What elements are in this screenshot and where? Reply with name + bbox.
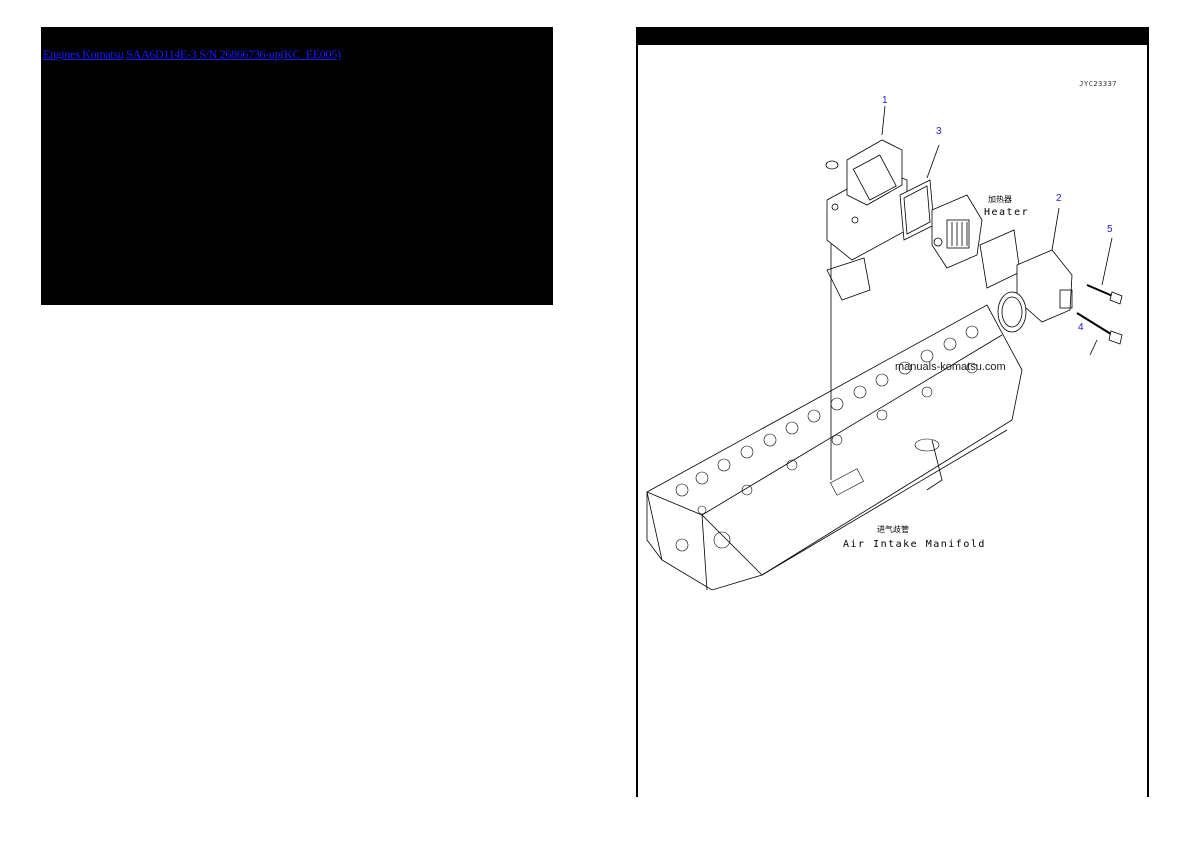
- diagram-id: JYC23337: [1079, 80, 1117, 88]
- callout-2: 2: [1056, 193, 1062, 204]
- part-1-intake-connector: [825, 139, 908, 261]
- parts-diagram: 1 2 3 4 5 加热器 Heater 进气歧管 Air Intake Man…: [646, 95, 1123, 591]
- breadcrumb: Engines Komatsu SAA6D114E-3 S/N 26866736…: [43, 47, 341, 62]
- callout-3: 3: [936, 126, 942, 137]
- heater-label-en: Heater: [984, 207, 1029, 218]
- info-panel: Engines Komatsu SAA6D114E-3 S/N 26866736…: [41, 27, 553, 305]
- heater-unit: [931, 194, 983, 269]
- diagram-header-bar: [638, 27, 1147, 45]
- watermark: manuals-komatsu.com: [895, 361, 1006, 373]
- part-2-elbow: [997, 249, 1073, 333]
- diagram-panel: JYC23337: [636, 27, 1149, 797]
- callout-5: 5: [1107, 224, 1113, 235]
- cylinder-head-illustration: [646, 304, 1023, 591]
- callout-1: 1: [882, 95, 888, 106]
- breadcrumb-link-engines-komatsu[interactable]: Engines Komatsu: [43, 47, 124, 61]
- callout-4: 4: [1078, 322, 1084, 333]
- part-4-bolt: [1076, 312, 1123, 345]
- heater-label-cn: 加热器: [988, 194, 1012, 204]
- manifold-label-en: Air Intake Manifold: [843, 539, 986, 550]
- manifold-label-cn: 进气歧管: [877, 524, 909, 534]
- breadcrumb-link-model[interactable]: SAA6D114E-3 S/N 26866736-up(KC_EE005): [126, 47, 341, 61]
- part-5-bolt: [1086, 284, 1123, 305]
